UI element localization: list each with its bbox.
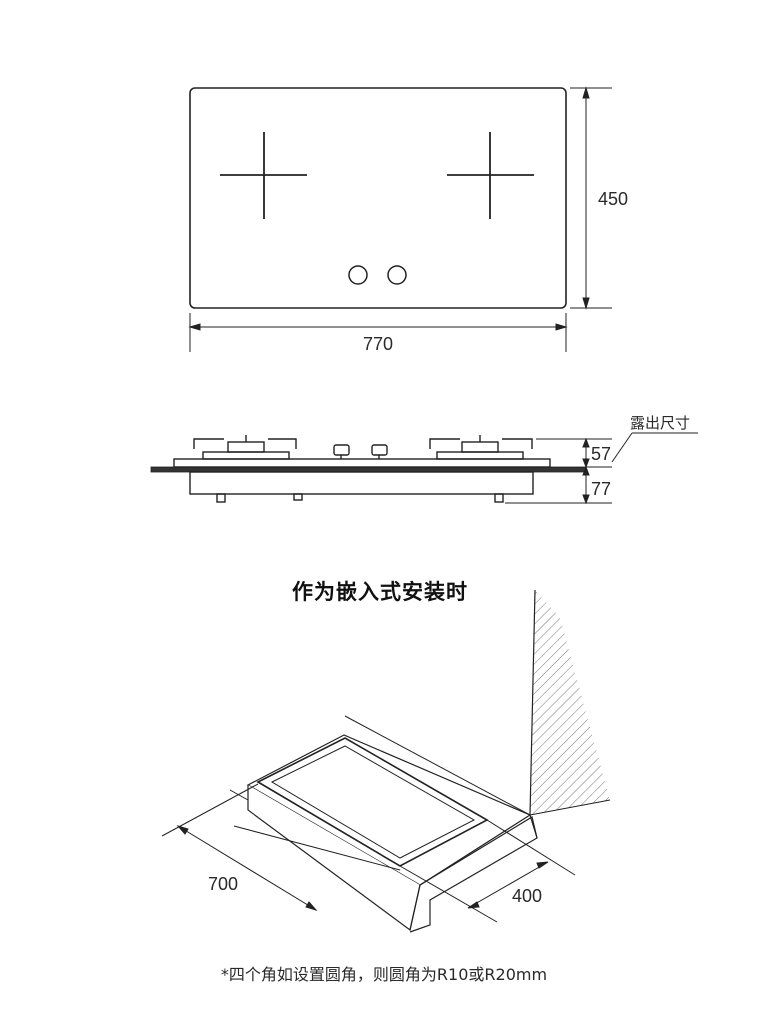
foot-right — [494, 493, 504, 503]
height-label: 450 — [598, 189, 628, 209]
wall-hatch — [530, 590, 610, 815]
knob-right-side — [371, 444, 388, 456]
hob-outline — [189, 87, 567, 309]
knob-left-side — [333, 444, 350, 456]
hob-body — [189, 471, 534, 495]
cutout-depth-dimension — [399, 819, 576, 923]
knob-right — [387, 265, 407, 285]
pan-support-right — [429, 435, 533, 460]
knob-left — [348, 265, 368, 285]
cutout-depth-label: 400 — [512, 886, 542, 906]
width-label: 770 — [363, 334, 393, 354]
burner-right-cross — [447, 132, 534, 219]
upper-height-label: 57 — [591, 444, 611, 464]
pan-support-left — [193, 435, 297, 460]
cutout-inner — [270, 745, 476, 859]
burner-left-cross — [220, 132, 307, 219]
install-view — [161, 589, 611, 933]
cutout-width-label: 700 — [208, 874, 238, 894]
countertop-slab — [150, 466, 587, 473]
height-dimension — [570, 86, 612, 310]
install-title: 作为嵌入式安装时 — [292, 580, 468, 604]
exposed-size-label: 露出尺寸 — [630, 414, 690, 432]
top-view — [188, 86, 612, 352]
foot-mid — [293, 493, 303, 501]
lower-height-label: 77 — [591, 479, 611, 499]
corner-radius-footnote: *四个角如设置圆角，则圆角为R10或R20mm — [221, 965, 547, 984]
glass-top-plate — [173, 458, 551, 468]
side-height-dimensions — [505, 432, 698, 505]
width-dimension — [188, 313, 568, 352]
cutout-width-dimension — [161, 783, 401, 911]
foot-left — [216, 493, 226, 503]
side-view — [150, 432, 698, 505]
